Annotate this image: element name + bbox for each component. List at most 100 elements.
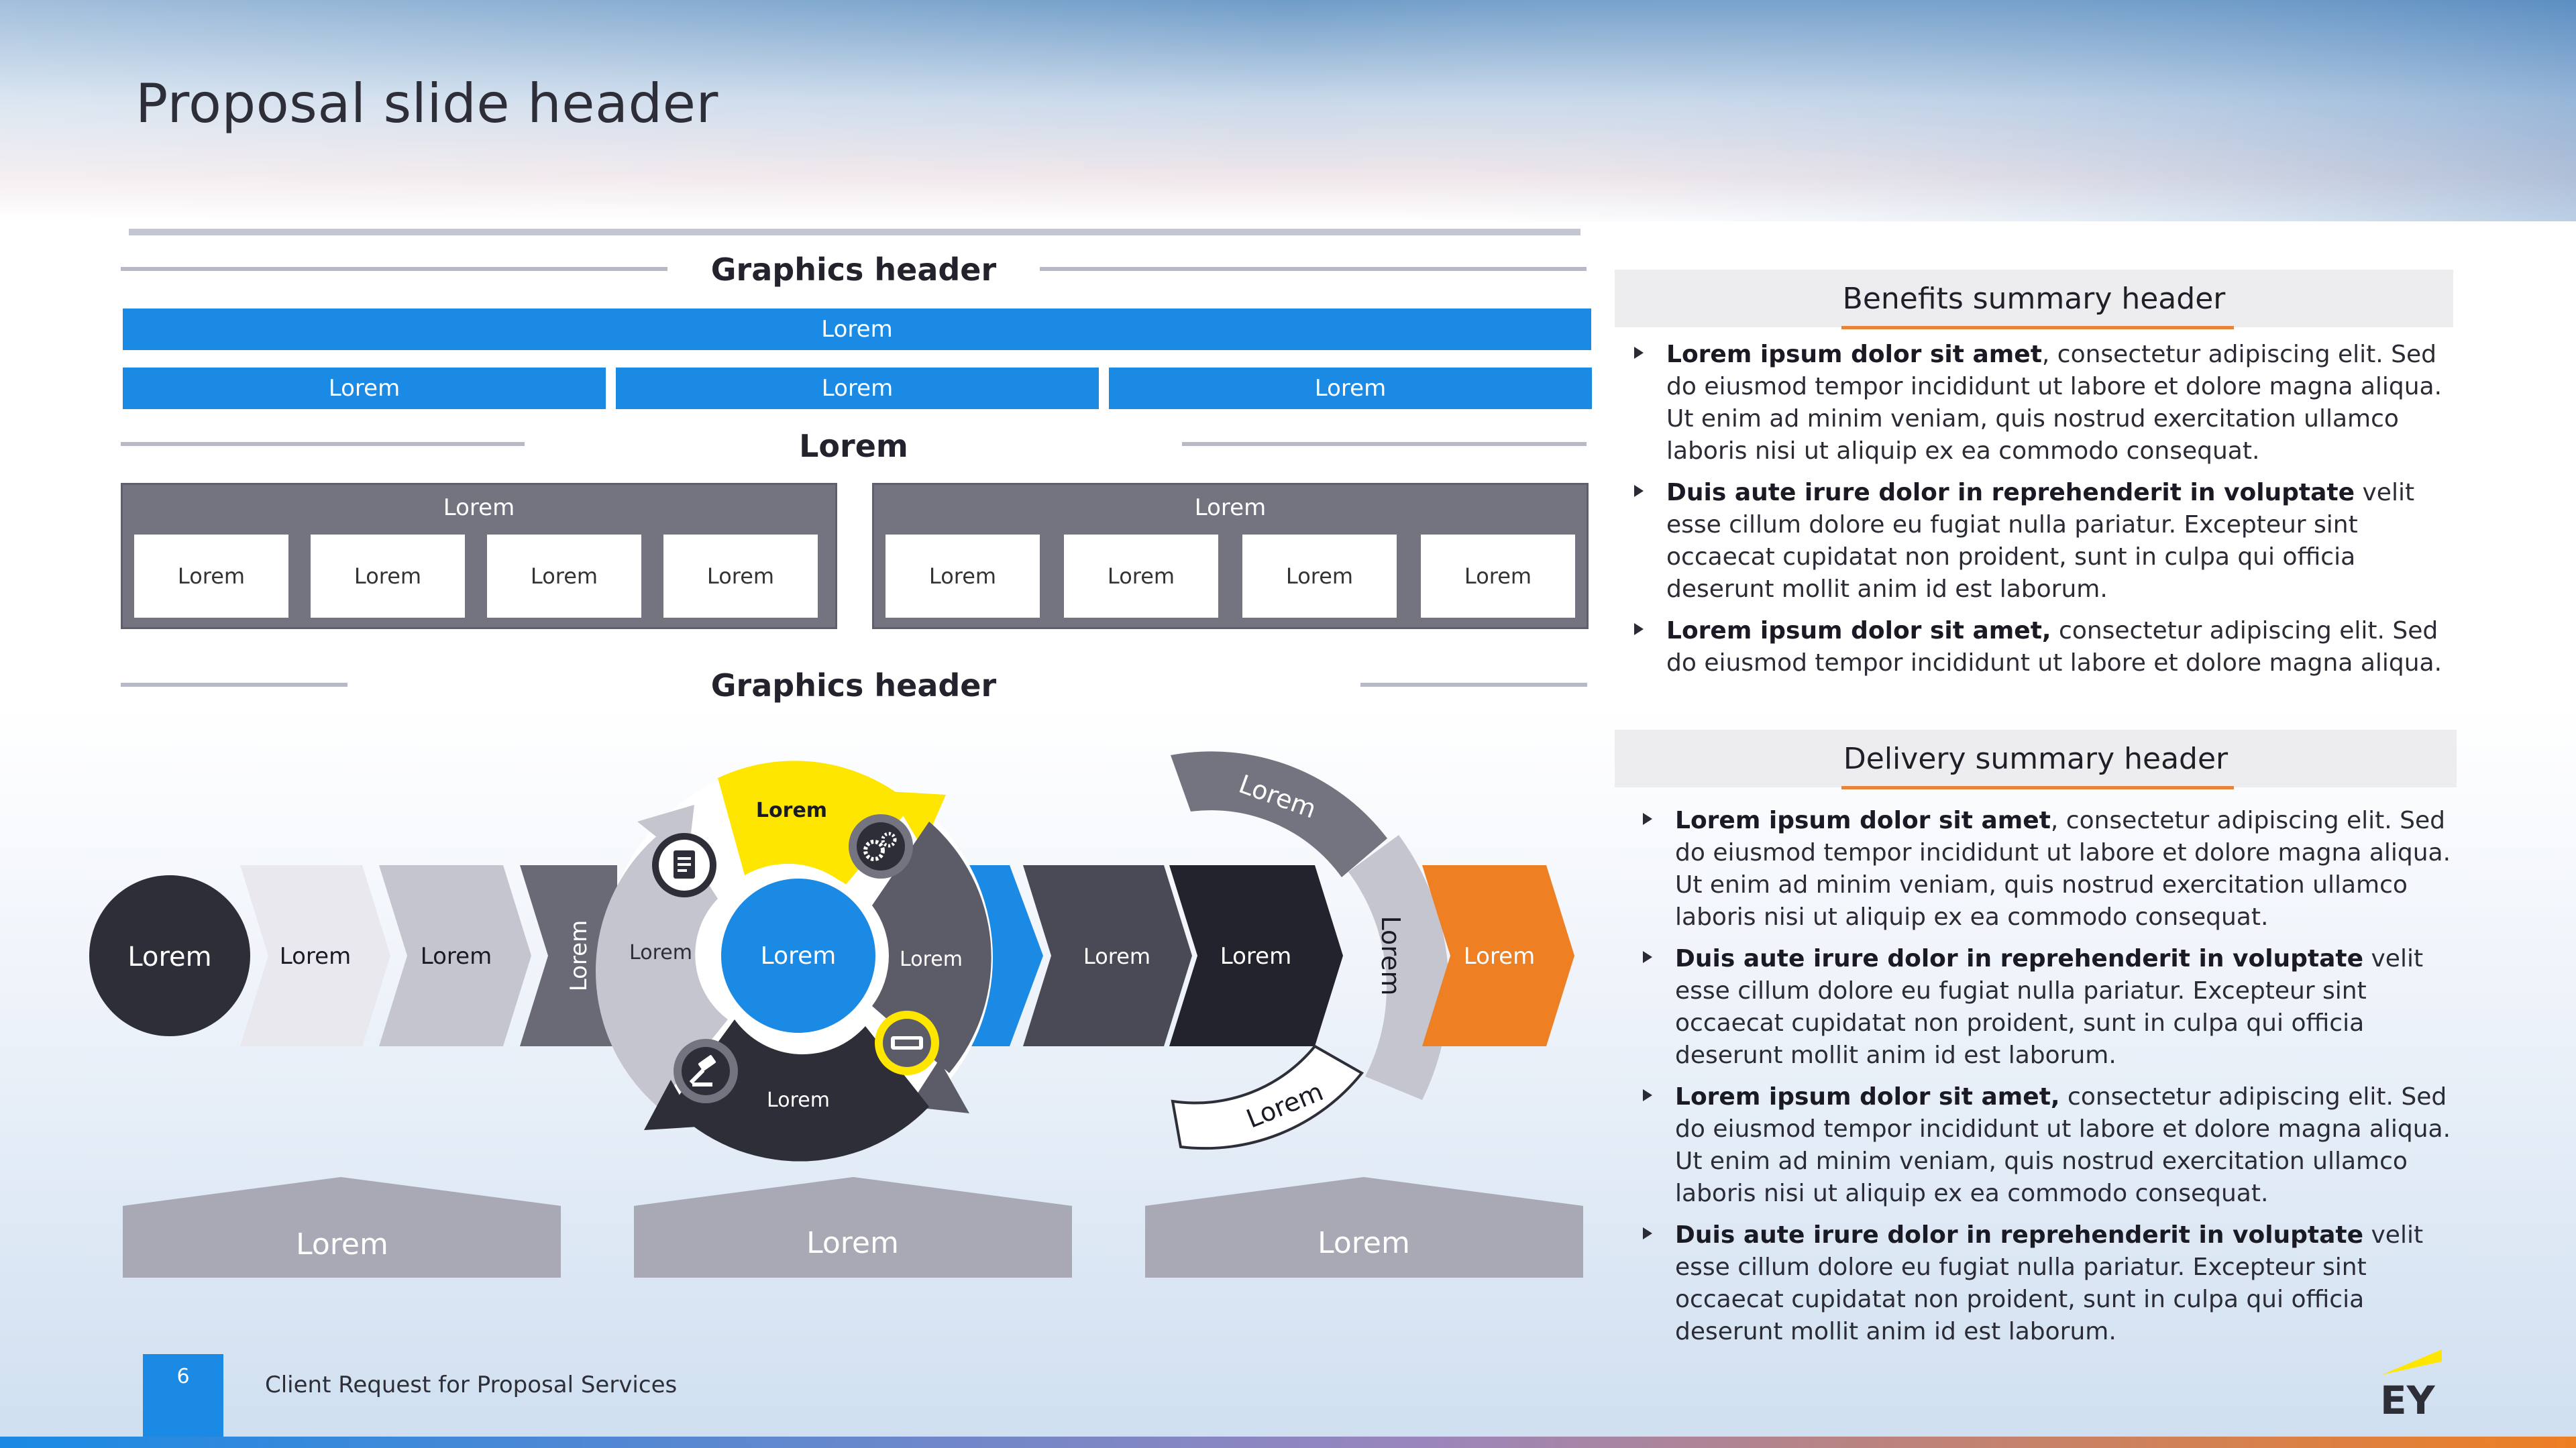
gears-icon xyxy=(849,814,913,879)
chevron-1 xyxy=(240,865,390,1046)
group-item: Lorem xyxy=(1421,535,1575,618)
bullet-arrow-icon xyxy=(1634,485,1644,497)
graphics-header-rule-right xyxy=(1040,267,1587,271)
bullet-bold: Lorem ipsum dolor sit amet, xyxy=(1675,1083,2060,1111)
bullet-bold: Duis aute irure dolor in reprehenderit i… xyxy=(1675,945,2364,972)
ey-logo-beam xyxy=(2381,1349,2442,1375)
dark-chevron-1 xyxy=(1023,865,1192,1046)
pillar-3 xyxy=(1145,1177,1583,1278)
bullet-arrow-icon xyxy=(1634,623,1644,635)
arc-right xyxy=(1348,835,1449,1100)
dark-chevron-2 xyxy=(1169,865,1343,1046)
graphics-header-rule-right-2 xyxy=(1360,683,1587,687)
arc-right-label: Lorem xyxy=(1376,916,1405,996)
group-label: Lorem xyxy=(443,494,515,521)
group-block-left: Lorem Lorem Lorem Lorem Lorem xyxy=(121,483,837,629)
group-item: Lorem xyxy=(487,535,641,618)
subheader: Lorem xyxy=(799,428,908,464)
pillar-3-label: Lorem xyxy=(1318,1226,1410,1260)
pillar-1 xyxy=(123,1177,561,1278)
list-item: Lorem ipsum dolor sit amet, consectetur … xyxy=(1640,1081,2472,1210)
bullet-bold: Lorem ipsum dolor sit amet xyxy=(1675,807,2051,834)
end-chevron-label: Lorem xyxy=(1464,943,1535,970)
bullet-text: velit esse cillum dolore eu fugiat nulla… xyxy=(1675,1221,2424,1345)
bar-3: Lorem xyxy=(1109,368,1592,409)
graphics-header-rule-left xyxy=(121,267,667,271)
cycle-center-label: Lorem xyxy=(761,942,837,970)
ey-logo: EY xyxy=(2380,1349,2442,1418)
group-item: Lorem xyxy=(134,535,288,618)
arc-top xyxy=(1171,751,1387,877)
pillar-1-label: Lorem xyxy=(296,1227,388,1262)
start-circle-label: Lorem xyxy=(127,942,211,972)
bullet-bold: Lorem ipsum dolor sit amet, xyxy=(1666,617,2051,645)
cycle-arrow-top xyxy=(889,791,946,848)
group-label: Lorem xyxy=(1194,494,1267,521)
list-item: Duis aute irure dolor in reprehenderit i… xyxy=(1640,943,2472,1072)
bullet-bold: Duis aute irure dolor in reprehenderit i… xyxy=(1666,479,2355,506)
title-divider xyxy=(129,229,1580,235)
chevron-vertical-label: Lorem xyxy=(566,920,592,991)
bar-2: Lorem xyxy=(616,368,1099,409)
benefits-header: Benefits summary header xyxy=(1615,270,2453,327)
bottom-color-band xyxy=(0,1437,2576,1448)
ey-logo-text: EY xyxy=(2380,1378,2436,1418)
bullet-bold: Duis aute irure dolor in reprehenderit i… xyxy=(1675,1221,2364,1249)
list-item: Lorem ipsum dolor sit amet, consectetur … xyxy=(1631,615,2457,679)
bullet-arrow-icon xyxy=(1643,951,1652,963)
chevron-vertical xyxy=(520,865,617,1046)
cycle-top-label: Lorem xyxy=(756,799,827,822)
end-chevron xyxy=(1422,865,1574,1046)
list-item: Lorem ipsum dolor sit amet, consectetur … xyxy=(1631,339,2457,467)
group-item: Lorem xyxy=(663,535,818,618)
bullet-text: , consectetur adipiscing elit. Sed do ei… xyxy=(1666,341,2443,465)
bar-1: Lorem xyxy=(123,368,606,409)
footer-text: Client Request for Proposal Services xyxy=(265,1372,678,1398)
group-block-right: Lorem Lorem Lorem Lorem Lorem xyxy=(872,483,1589,629)
delivery-header: Delivery summary header xyxy=(1615,730,2457,787)
chevron-2-label: Lorem xyxy=(421,943,492,970)
cycle-center xyxy=(721,879,875,1033)
slide-title: Proposal slide header xyxy=(136,72,718,135)
cycle-segment-right xyxy=(872,822,991,1073)
bullet-bold: Lorem ipsum dolor sit amet xyxy=(1666,341,2042,368)
subheader-rule-left xyxy=(121,442,525,446)
subheader-rule-right xyxy=(1182,442,1587,446)
bullet-text: velit esse cillum dolore eu fugiat nulla… xyxy=(1666,479,2415,603)
list-item: Lorem ipsum dolor sit amet, consectetur … xyxy=(1640,805,2472,934)
bullet-text: consectetur adipiscing elit. Sed do eius… xyxy=(1675,1083,2451,1207)
bullet-arrow-icon xyxy=(1634,347,1644,359)
graphics-header-rule-left-2 xyxy=(121,683,347,687)
graphics-header-top: Graphics header xyxy=(710,252,997,288)
gavel-icon xyxy=(674,1039,738,1103)
cycle-arrow-right xyxy=(909,1060,969,1113)
pillar-2 xyxy=(634,1177,1072,1278)
bullet-text: , consectetur adipiscing elit. Sed do ei… xyxy=(1675,807,2451,931)
group-item: Lorem xyxy=(311,535,465,618)
pillar-2-label: Lorem xyxy=(806,1226,899,1260)
cycle-bottom-label: Lorem xyxy=(767,1089,830,1112)
bullet-arrow-icon xyxy=(1643,1089,1652,1101)
bullet-text: consectetur adipiscing elit. Sed do eius… xyxy=(1666,617,2443,677)
dark-chevron-1-label: Lorem xyxy=(1083,944,1150,969)
delivery-list: Lorem ipsum dolor sit amet, consectetur … xyxy=(1640,805,2472,1357)
list-item: Duis aute irure dolor in reprehenderit i… xyxy=(1640,1219,2472,1348)
delivery-underline xyxy=(1841,786,2234,789)
chevron-1-label: Lorem xyxy=(280,943,351,970)
full-width-bar: Lorem xyxy=(123,309,1591,350)
benefits-list: Lorem ipsum dolor sit amet, consectetur … xyxy=(1631,339,2457,689)
chevron-2 xyxy=(379,865,531,1046)
group-item: Lorem xyxy=(885,535,1040,618)
list-item: Duis aute irure dolor in reprehenderit i… xyxy=(1631,477,2457,606)
group-item: Lorem xyxy=(1064,535,1218,618)
handshake-icon xyxy=(875,1011,939,1075)
start-circle xyxy=(89,875,250,1036)
bullet-text: velit esse cillum dolore eu fugiat nulla… xyxy=(1675,945,2424,1069)
cycle-segment-bottom xyxy=(671,1019,929,1162)
cycle-arrow-bottom xyxy=(644,1080,698,1130)
cycle-right-label: Lorem xyxy=(900,948,963,971)
bullet-arrow-icon xyxy=(1643,1227,1652,1239)
process-diagram: Lorem Lorem Lorem Lorem Lorem Lorem Lore… xyxy=(89,751,1583,1278)
dark-chevron-2-label: Lorem xyxy=(1220,943,1291,970)
document-icon xyxy=(652,833,716,897)
